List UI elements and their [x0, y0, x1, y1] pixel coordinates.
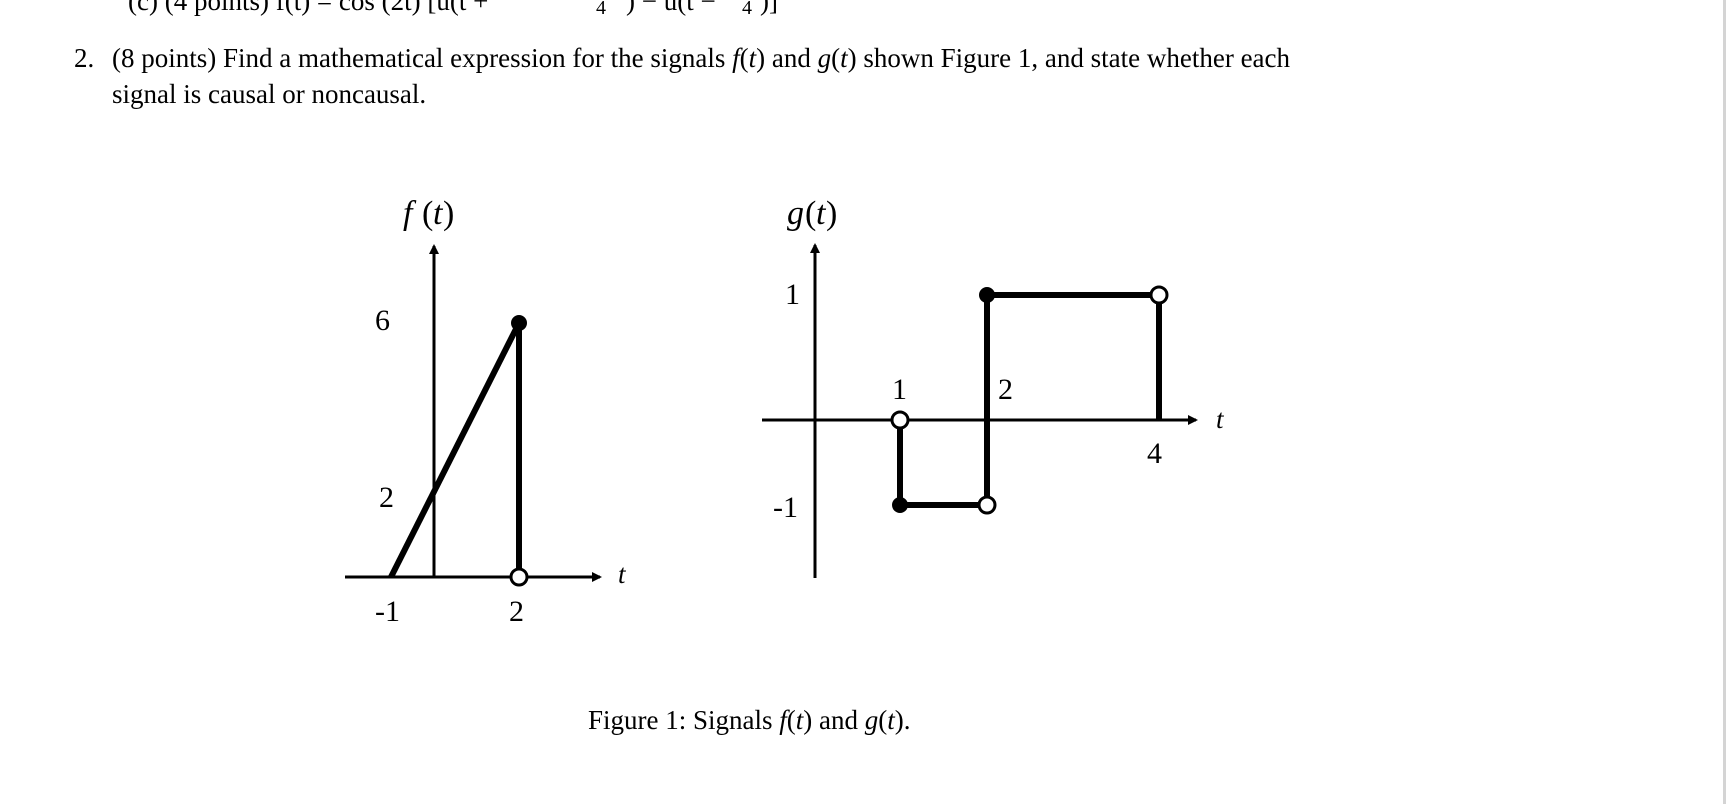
g-closed-dot-1-neg1 — [892, 497, 908, 513]
g-ylabel-paren-close: ) — [826, 195, 837, 232]
page-edge — [1723, 0, 1726, 804]
svg-text:)]: )] — [760, 0, 778, 16]
g-ytick-neg1: -1 — [773, 491, 798, 524]
g-ytick-1: 1 — [785, 278, 800, 311]
g-ylabel-g: g — [787, 195, 804, 232]
f-ylabel-paren: ( — [422, 195, 433, 232]
problem-number: 2. — [74, 43, 95, 73]
f-plot: f ( t ) 6 2 -1 2 t — [345, 195, 627, 628]
caption-math-t: t — [795, 705, 804, 735]
caption-math-g: g — [864, 705, 879, 735]
g-open-dot-4-1 — [1149, 285, 1169, 305]
g-ylabel-paren: ( — [805, 195, 816, 232]
f-ramp-segment — [388, 321, 522, 579]
previous-item-fragment: (c) (4 points) f(t) = cos (2t) [u(t + 4 … — [0, 0, 1726, 18]
f-ylabel-t: t — [433, 195, 444, 232]
math-t: t — [748, 43, 757, 73]
g-xlabel: t — [1216, 404, 1225, 434]
g-plot: g ( t ) 1 -1 1 2 4 t — [762, 195, 1225, 578]
problem-statement: (8 points) Find a mathematical expressio… — [112, 43, 1291, 109]
problem-points: (8 points) — [112, 43, 217, 73]
g-xtick-2: 2 — [998, 373, 1013, 406]
svg-text:4: 4 — [742, 0, 752, 18]
caption-math-f: f — [779, 705, 787, 735]
svg-text:) − u(t −: ) − u(t − — [626, 0, 716, 16]
g-closed-dot-2-1 — [979, 287, 995, 303]
problem-text-2: shown Figure 1, and state whether each — [856, 43, 1291, 73]
caption-math-t: t — [887, 705, 895, 735]
g-open-dot-1-0 — [890, 410, 910, 430]
f-open-dot — [509, 567, 529, 587]
caption-end: . — [903, 705, 911, 735]
f-ylabel: f — [403, 195, 417, 232]
figure-caption: Figure 1: Signals f(t) and g(t). — [588, 705, 911, 735]
problem-text-1: Find a mathematical expression for the s… — [216, 43, 733, 73]
svg-text:4: 4 — [596, 0, 606, 18]
f-xlabel: t — [618, 559, 627, 589]
f-closed-dot — [511, 315, 527, 331]
g-open-dot-2-neg1 — [977, 495, 997, 515]
g-ylabel-t: t — [816, 195, 827, 232]
f-ytick-2: 2 — [379, 481, 394, 514]
math-f: f — [732, 43, 740, 73]
caption-and: and — [812, 705, 865, 735]
f-ylabel-paren-close: ) — [443, 195, 454, 232]
f-xtick-2: 2 — [509, 595, 524, 628]
problem-text-3: signal is causal or noncausal. — [112, 79, 427, 109]
f-xtick-neg1: -1 — [375, 595, 400, 628]
svg-text:(c) (4 points) f(t) = cos (: (c) (4 points) f(t) = cos (2t) [u(t + — [128, 0, 488, 16]
g-xtick-1: 1 — [892, 373, 907, 406]
caption-prefix: Figure 1: Signals — [588, 705, 780, 735]
problem-and: and — [765, 43, 818, 73]
g-xtick-4: 4 — [1147, 437, 1162, 470]
problem-2: 2. (8 points) Find a mathematical expres… — [74, 40, 1634, 112]
math-g: g — [817, 43, 832, 73]
f-ytick-6: 6 — [375, 304, 390, 337]
math-t: t — [840, 43, 848, 73]
